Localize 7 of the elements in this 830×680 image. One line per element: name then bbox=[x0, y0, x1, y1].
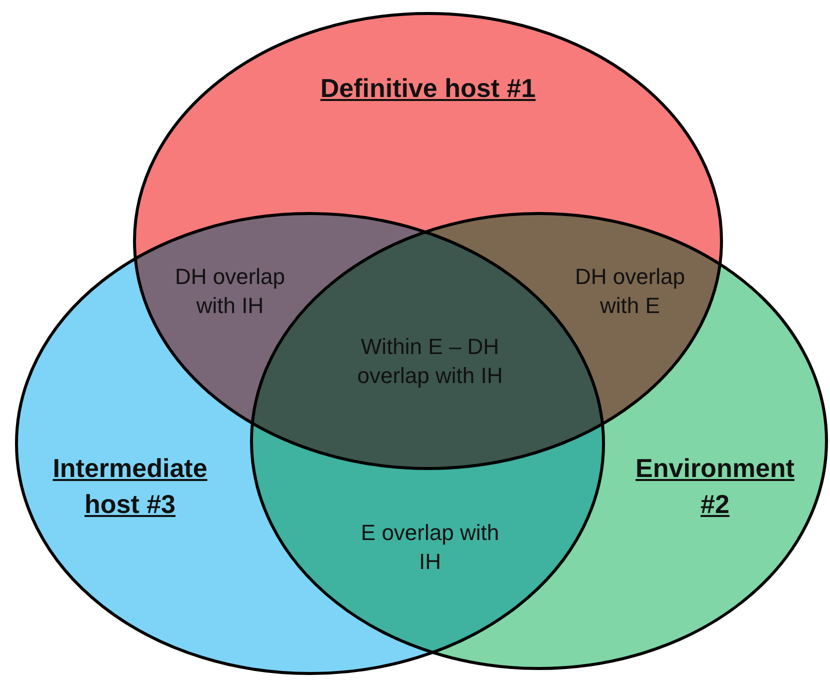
overlap-label: Within E – DH overlap with IH bbox=[356, 333, 504, 390]
overlap-label: DH overlap with E bbox=[574, 263, 686, 320]
overlap-label: E overlap with IH bbox=[360, 519, 500, 576]
circle-heading: Definitive host #1 bbox=[319, 72, 537, 105]
overlap-label: DH overlap with IH bbox=[174, 263, 286, 320]
circle-heading: Intermediate host #3 bbox=[52, 452, 208, 521]
circle-heading: Environment #2 bbox=[634, 452, 796, 521]
